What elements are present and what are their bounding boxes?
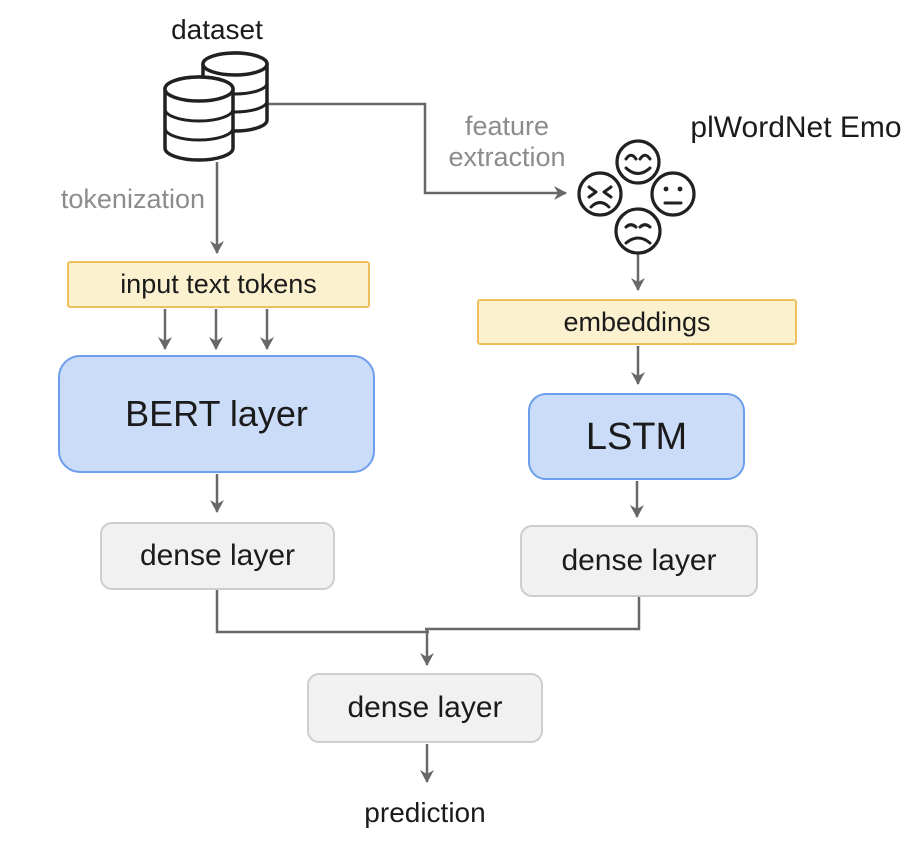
sad-face-icon: [614, 207, 662, 255]
angry-face-icon: [577, 171, 623, 217]
node-dense-layer-right: dense layer: [520, 525, 758, 597]
node-embeddings-label: embeddings: [563, 306, 711, 337]
node-lstm-label: LSTM: [585, 415, 688, 458]
node-embeddings: embeddings: [477, 299, 797, 345]
node-bert-layer: BERT layer: [58, 355, 375, 473]
connector-dense-right-merge: [425, 597, 641, 631]
database-icon: [163, 51, 269, 162]
connector-dataset-to-emotions: [268, 102, 567, 200]
node-dense-layer-left-label: dense layer: [139, 539, 296, 572]
node-lstm: LSTM: [528, 393, 745, 480]
database-front-cylinder: [163, 75, 235, 162]
node-input-text-tokens: input text tokens: [67, 261, 370, 308]
feature-extraction-label: feature extraction: [448, 111, 566, 173]
node-bert-layer-label: BERT layer: [125, 393, 308, 434]
node-dense-layer-left: dense layer: [100, 522, 335, 590]
emotion-faces-icon: [577, 139, 696, 255]
neutral-face-icon: [650, 171, 696, 217]
node-dense-layer-right-label: dense layer: [561, 544, 717, 577]
happy-face-icon: [615, 139, 661, 185]
prediction-label: prediction: [364, 797, 486, 828]
node-dense-layer-final: dense layer: [307, 673, 543, 743]
plwordnet-emo-label: plWordNet Emo: [690, 111, 902, 144]
connector-dense-left-merge: [215, 590, 429, 634]
node-input-text-tokens-label: input text tokens: [120, 269, 317, 299]
node-dense-layer-final-label: dense layer: [347, 691, 503, 724]
dataset-label: dataset: [171, 14, 263, 45]
tokenization-label: tokenization: [60, 184, 205, 214]
